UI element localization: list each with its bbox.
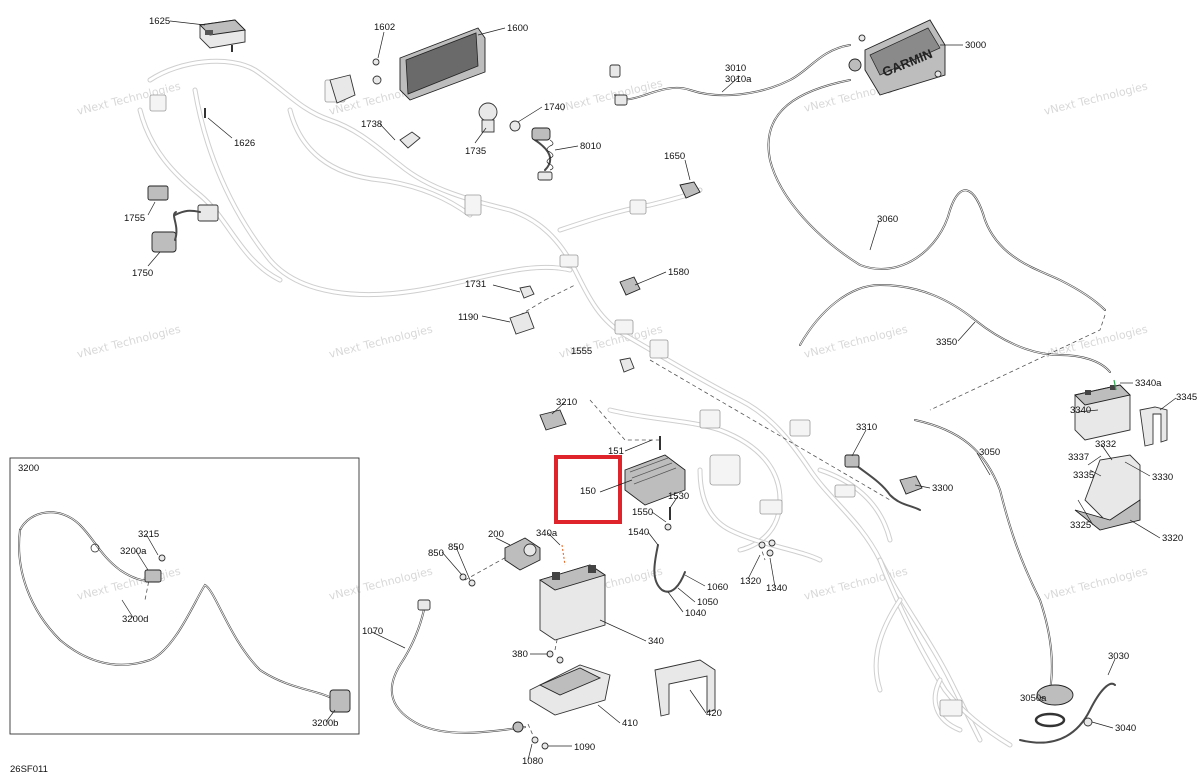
- callout-1626: 1626: [234, 138, 255, 149]
- callout-200: 200: [488, 529, 504, 540]
- inset-title: 3200: [18, 463, 39, 474]
- watermark-text: vNext Technologies: [328, 323, 435, 361]
- battery-bracket-3320: [1074, 454, 1141, 531]
- callout-3340a: 3340a: [1135, 378, 1162, 389]
- callout-1340: 1340: [766, 583, 787, 594]
- callout-3010: 3010: [725, 63, 746, 74]
- watermark-text: vNext Technologies: [76, 565, 183, 603]
- callout-1600: 1600: [507, 23, 528, 34]
- callout-1740: 1740: [544, 102, 565, 113]
- callout-3325: 3325: [1070, 520, 1091, 531]
- callout-1738: 1738: [361, 119, 382, 130]
- callout-3350: 3350: [936, 337, 957, 348]
- callout-1755: 1755: [124, 213, 145, 224]
- callout-340: 340: [648, 636, 664, 647]
- callout-3300: 3300: [932, 483, 953, 494]
- callout-151: 151: [608, 446, 624, 457]
- callout-1320: 1320: [740, 576, 761, 587]
- figure-code: 26SF011: [10, 764, 48, 775]
- callout-3050: 3050: [979, 447, 1000, 458]
- watermark-text: vNext Technologies: [1043, 80, 1150, 118]
- callout-850a: 850: [428, 548, 444, 559]
- callout-labels: 1625 1602 1600 1626 1738 1740 1735 8010 1650 1755…: [120, 16, 1197, 767]
- callout-3010a: 3010a: [725, 74, 752, 85]
- callout-3320: 3320: [1162, 533, 1183, 544]
- display-1600: [399, 27, 486, 101]
- callout-1190: 1190: [458, 312, 478, 323]
- callout-3330: 3330: [1152, 472, 1173, 483]
- callout-1625: 1625: [149, 16, 170, 27]
- callout-410: 410: [622, 718, 638, 729]
- callout-1555: 1555: [571, 346, 592, 357]
- callout-1050: 1050: [697, 597, 718, 608]
- callout-850b: 850: [448, 542, 464, 553]
- module-1625: [199, 19, 246, 49]
- callout-1530: 1530: [668, 491, 689, 502]
- callout-420: 420: [706, 708, 722, 719]
- callout-1580: 1580: [668, 267, 689, 278]
- watermark-text: vNext Technologies: [76, 323, 183, 361]
- callout-380: 380: [512, 649, 528, 660]
- switch-1735: [478, 102, 498, 133]
- callout-3200d: 3200d: [122, 614, 148, 625]
- callout-1040: 1040: [685, 608, 706, 619]
- relay-200: [504, 537, 541, 571]
- battery-3340: [1074, 384, 1131, 441]
- parts: GARMIN: [144, 19, 1168, 750]
- callout-1735: 1735: [465, 146, 486, 157]
- main-wiring-harness: [137, 58, 1013, 748]
- callout-1080: 1080: [522, 756, 543, 767]
- watermark-text: vNext Technologies: [558, 77, 665, 115]
- watermark-text: vNext Technologies: [328, 565, 435, 603]
- watermark-text: vNext Technologies: [1043, 565, 1150, 603]
- callout-1650: 1650: [664, 151, 685, 162]
- callout-3000: 3000: [965, 40, 986, 51]
- battery-340: [538, 564, 607, 641]
- regulator-150: [624, 454, 686, 506]
- callout-3030: 3030: [1108, 651, 1129, 662]
- callout-1550: 1550: [632, 507, 653, 518]
- callout-1070: 1070: [362, 626, 383, 637]
- callout-3337: 3337: [1068, 452, 1089, 463]
- callout-3340: 3340: [1070, 405, 1091, 416]
- callout-3335: 3335: [1073, 470, 1094, 481]
- callout-3200a: 3200a: [120, 546, 147, 557]
- callout-3040: 3040: [1115, 723, 1136, 734]
- callout-340a: 340a: [536, 528, 558, 539]
- callout-1750: 1750: [132, 268, 153, 279]
- callout-1090: 1090: [574, 742, 595, 753]
- highlight-box-150: [554, 455, 622, 524]
- dashed-leaders: [144, 284, 1106, 741]
- callout-1731: 1731: [465, 279, 486, 290]
- callout-3050a: 3050a: [1020, 693, 1047, 704]
- battery-tray-410: [529, 664, 611, 716]
- callout-3310: 3310: [856, 422, 877, 433]
- callout-3332: 3332: [1095, 439, 1116, 450]
- callout-3060: 3060: [877, 214, 898, 225]
- callout-3345: 3345: [1176, 392, 1197, 403]
- callout-1060: 1060: [707, 582, 728, 593]
- watermark-text: vNext Technologies: [803, 323, 910, 361]
- callout-1540: 1540: [628, 527, 649, 538]
- callout-1602: 1602: [374, 22, 395, 33]
- gps-display-3000: GARMIN: [864, 19, 946, 96]
- callout-8010: 8010: [580, 141, 601, 152]
- callout-3215: 3215: [138, 529, 159, 540]
- callout-3200b: 3200b: [312, 718, 338, 729]
- accessory-wires: [18, 44, 1116, 744]
- inset-3200: 3200: [9, 457, 360, 735]
- callout-3210: 3210: [556, 397, 577, 408]
- callout-150: 150: [580, 486, 596, 497]
